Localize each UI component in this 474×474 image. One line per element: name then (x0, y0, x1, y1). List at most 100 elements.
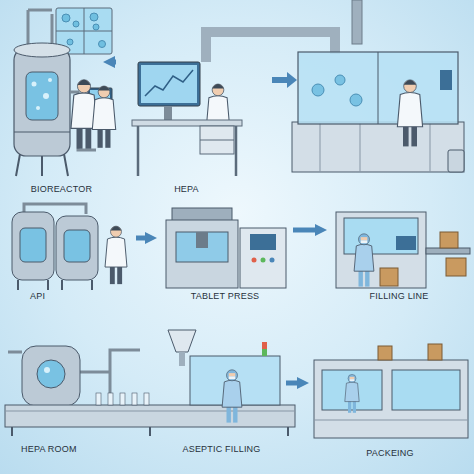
aseptic-filling-illustration (168, 330, 280, 423)
bioreactor-illustration (28, 10, 52, 48)
api-illustration (18, 280, 92, 290)
isolator-illustration (298, 52, 458, 124)
api-illustration (12, 204, 127, 290)
isolator-illustration (440, 70, 452, 90)
bioreactor-illustration (14, 43, 70, 57)
api-illustration (20, 228, 46, 262)
hepa-room-illustration (22, 346, 80, 406)
isolator-illustration (397, 80, 422, 146)
isolator-illustration (448, 150, 464, 172)
isolator-illustration (350, 94, 362, 106)
isolator-illustration (272, 52, 464, 172)
aseptic-filling-illustration (179, 352, 185, 366)
station-label: API (30, 291, 45, 302)
bioreactor-illustration (90, 13, 98, 21)
aseptic-filling-illustration (168, 330, 196, 352)
bioreactor-illustration (62, 14, 70, 22)
hepa-illustration (132, 120, 242, 126)
tablet-press-illustration (166, 208, 286, 288)
hepa-room-illustration (96, 393, 101, 405)
station-label: HEPA ROOM (21, 444, 77, 455)
filling-line-illustration (344, 218, 418, 254)
tablet-press-illustration (261, 258, 266, 263)
isolator-illustration (335, 75, 345, 85)
hepa-room-illustration (37, 360, 65, 388)
bioreactor-illustration (14, 48, 70, 156)
flow-arrow (286, 381, 297, 386)
hepa-room-illustration (12, 427, 288, 436)
tablet-press-illustration (240, 228, 286, 288)
api-illustration (105, 226, 127, 284)
isolator-illustration (292, 122, 464, 172)
hepa-room-illustration (44, 367, 50, 373)
hepa-illustration (138, 62, 200, 106)
station-label: ASEPTIC FILLING (182, 444, 260, 455)
tablet-press-illustration (176, 232, 228, 262)
api-illustration (12, 212, 54, 280)
hepa-room-illustration (132, 393, 137, 405)
api-illustration (56, 216, 98, 280)
packing-illustration (428, 344, 442, 360)
tablet-press-illustration (252, 258, 257, 263)
tablet-press-illustration (250, 234, 276, 250)
hepa-illustration (141, 65, 197, 103)
hepa-room-illustration (5, 405, 295, 427)
process-station: PACKEING (310, 338, 470, 462)
filling-line-illustration (396, 236, 416, 250)
bioreactor-illustration (48, 78, 52, 82)
bioreactor-illustration (67, 39, 73, 45)
hepa-room-illustration (5, 411, 295, 412)
process-station: TABLET PRESS (158, 205, 292, 305)
hepa-illustration (200, 140, 234, 141)
isolator-illustration (312, 84, 324, 96)
flow-arrow (115, 60, 116, 65)
packing-illustration (314, 420, 468, 421)
process-station: FILLING LINE (328, 205, 470, 305)
api-illustration (64, 230, 90, 262)
flow-arrow (293, 228, 315, 233)
tablet-press-illustration (270, 258, 275, 263)
hepa-room-illustration (144, 393, 149, 405)
packing-illustration (378, 346, 392, 360)
process-station: API (8, 205, 135, 305)
bioreactor-illustration (16, 154, 68, 176)
process-station: HEPA (128, 50, 245, 198)
hepa-illustration (164, 106, 172, 120)
isolator-illustration (272, 72, 297, 88)
filling-line-illustration (440, 232, 458, 248)
process-station: HEPA ROOM (5, 335, 153, 458)
filling-line-illustration (446, 258, 466, 276)
process-station: BIOREACTOR (8, 5, 115, 198)
bioreactor-illustration (56, 31, 112, 32)
hepa-illustration (200, 126, 234, 154)
bioreactor-illustration (14, 132, 70, 133)
process-station: ASEPTIC FILLING (158, 318, 285, 458)
bioreactor-illustration (43, 93, 49, 99)
station-label: FILLING LINE (370, 291, 429, 302)
hepa-room-illustration (5, 346, 295, 436)
hepa-room-illustration (108, 393, 113, 405)
aseptic-filling-illustration (262, 349, 267, 356)
bioreactor-illustration (36, 106, 40, 110)
hepa-illustration (138, 126, 236, 176)
filling-line-illustration (336, 212, 426, 288)
station-label: BIOREACTOR (31, 184, 92, 195)
bioreactor-illustration (92, 86, 115, 148)
aseptic-filling-illustration (262, 342, 267, 349)
bioreactor-illustration (32, 82, 37, 87)
bioreactor-illustration (26, 72, 58, 120)
packing-illustration (345, 374, 359, 412)
filling-line-illustration (380, 268, 398, 286)
station-label: HEPA (174, 184, 199, 195)
station-label: PACKEING (366, 448, 413, 459)
packing-illustration (392, 370, 460, 410)
hepa-illustration (145, 70, 193, 96)
filling-line-illustration (426, 248, 470, 254)
filling-line-illustration (354, 234, 374, 287)
isolator-illustration (378, 52, 379, 124)
station-label: TABLET PRESS (191, 291, 260, 302)
